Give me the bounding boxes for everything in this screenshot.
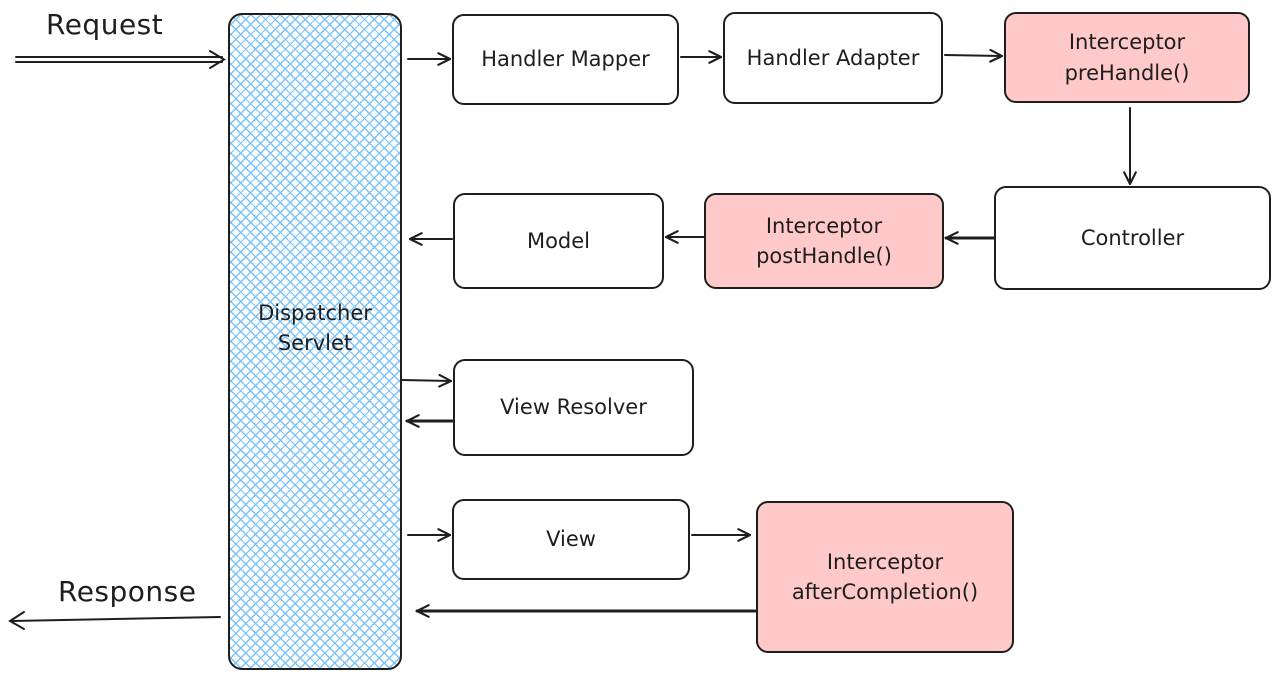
view-resolver-label: View Resolver [500, 395, 647, 420]
handler-mapper-label: Handler Mapper [481, 47, 650, 72]
request-arrow [15, 50, 226, 69]
interceptor-prehandle-node: Interceptor preHandle() [1004, 12, 1250, 103]
model-label: Model [526, 228, 591, 253]
response-arrow [8, 611, 221, 630]
interceptor-aftercompletion-label: Interceptor afterCompletion() [791, 549, 979, 604]
model-node: Model [453, 193, 664, 289]
handler-adapter-node: Handler Adapter [723, 12, 943, 104]
arrow-handler-adapter-to-prehandle [944, 48, 1004, 63]
arrow-servlet-to-view-resolver [401, 373, 453, 388]
interceptor-posthandle-node: Interceptor postHandle() [704, 193, 944, 289]
request-label: Request [46, 8, 164, 41]
view-node: View [452, 499, 690, 580]
handler-mapper-node: Handler Mapper [452, 14, 679, 105]
interceptor-posthandle-label: Interceptor postHandle() [756, 213, 892, 268]
view-label: View [546, 527, 596, 552]
controller-label: Controller [1080, 225, 1185, 250]
view-resolver-node: View Resolver [453, 359, 694, 456]
controller-node: Controller [994, 186, 1271, 290]
dispatcher-servlet-node: Dispatcher Servlet [228, 13, 402, 670]
handler-adapter-label: Handler Adapter [746, 45, 920, 70]
interceptor-prehandle-label: Interceptor preHandle() [1064, 30, 1190, 85]
response-label: Response [58, 575, 197, 608]
dispatcher-servlet-label: Dispatcher Servlet [258, 301, 372, 355]
interceptor-aftercompletion-node: Interceptor afterCompletion() [756, 501, 1014, 653]
